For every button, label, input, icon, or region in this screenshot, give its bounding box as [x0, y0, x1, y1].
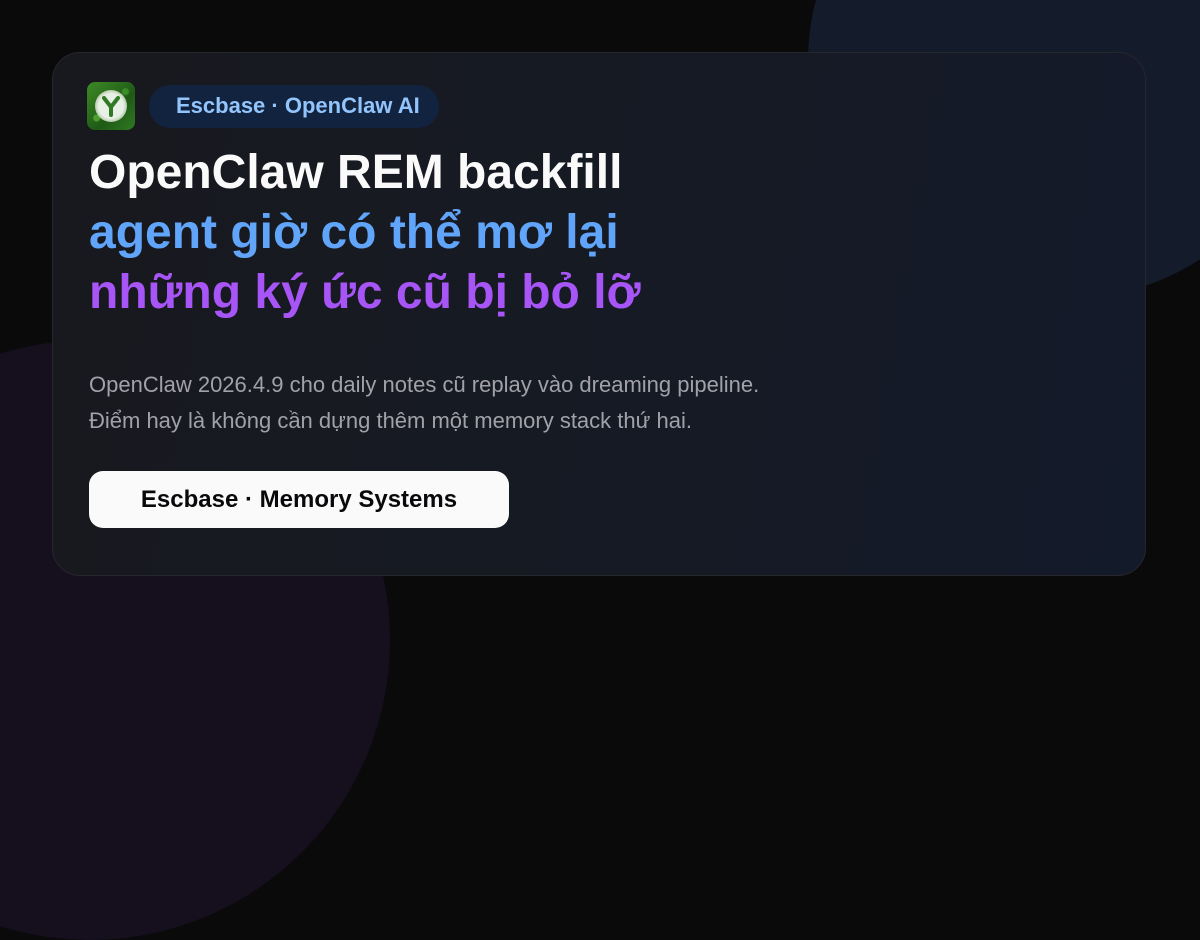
title-line-2: agent giờ có thể mơ lại: [89, 206, 619, 259]
page-title: OpenClaw REM backfill agent giờ có thể m…: [89, 143, 641, 323]
description-line-1: OpenClaw 2026.4.9 cho daily notes cũ rep…: [89, 372, 760, 397]
category-pill: Escbase · OpenClaw AI: [149, 84, 439, 128]
title-line-1: OpenClaw REM backfill: [89, 146, 623, 199]
leaf-y-logo-icon: [87, 82, 135, 130]
memory-systems-button[interactable]: Escbase · Memory Systems: [89, 471, 509, 528]
title-line-3: những ký ức cũ bị bỏ lỡ: [89, 266, 641, 319]
card-header: Escbase · OpenClaw AI: [87, 82, 439, 130]
share-card: Escbase · OpenClaw AI OpenClaw REM backf…: [52, 52, 1146, 576]
description-line-2: Điểm hay là không cần dựng thêm một memo…: [89, 408, 692, 433]
description: OpenClaw 2026.4.9 cho daily notes cũ rep…: [89, 367, 759, 439]
